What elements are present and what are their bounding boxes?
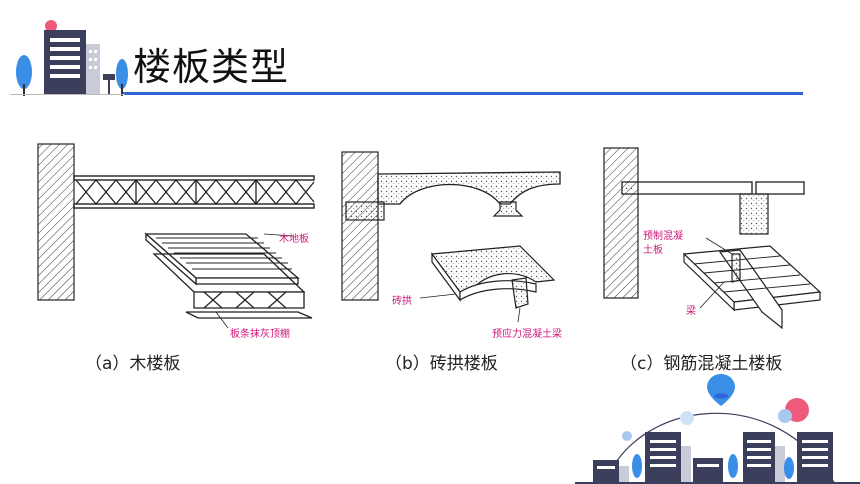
title-underline-thin (10, 94, 125, 95)
header-city-illustration (16, 20, 128, 96)
label-wood-ceiling: 板条抹灰顶棚 (230, 329, 290, 340)
tree-icon (116, 59, 128, 89)
label-brick-arch: 砖拱 (392, 296, 412, 307)
figure-rc-floor (603, 147, 822, 330)
footer-city-illustration (575, 374, 860, 484)
tree-icon (16, 55, 32, 89)
caption-wood-floor: （a）木楼板 (85, 354, 181, 374)
figure-wood-floor (37, 143, 315, 329)
label-brick-beam: 预应力混凝土梁 (492, 329, 562, 340)
tree-icon (784, 457, 794, 479)
page-title: 楼板类型 (133, 45, 290, 89)
caption-rc-floor: （c）钢筋混凝土楼板 (620, 354, 783, 374)
caption-brick-arch-floor: （b）砖拱楼板 (385, 354, 498, 374)
location-pin-icon (707, 374, 735, 406)
tree-icon (728, 454, 738, 478)
label-wood-floor-board: 木地板 (279, 234, 309, 245)
figure-brick-arch-floor (341, 151, 561, 323)
label-rc-slab: 预制混凝土板 (643, 231, 683, 256)
label-rc-beam: 梁 (686, 306, 696, 317)
title-underline (123, 92, 803, 95)
sun-icon (45, 20, 57, 32)
tree-icon (632, 454, 642, 478)
